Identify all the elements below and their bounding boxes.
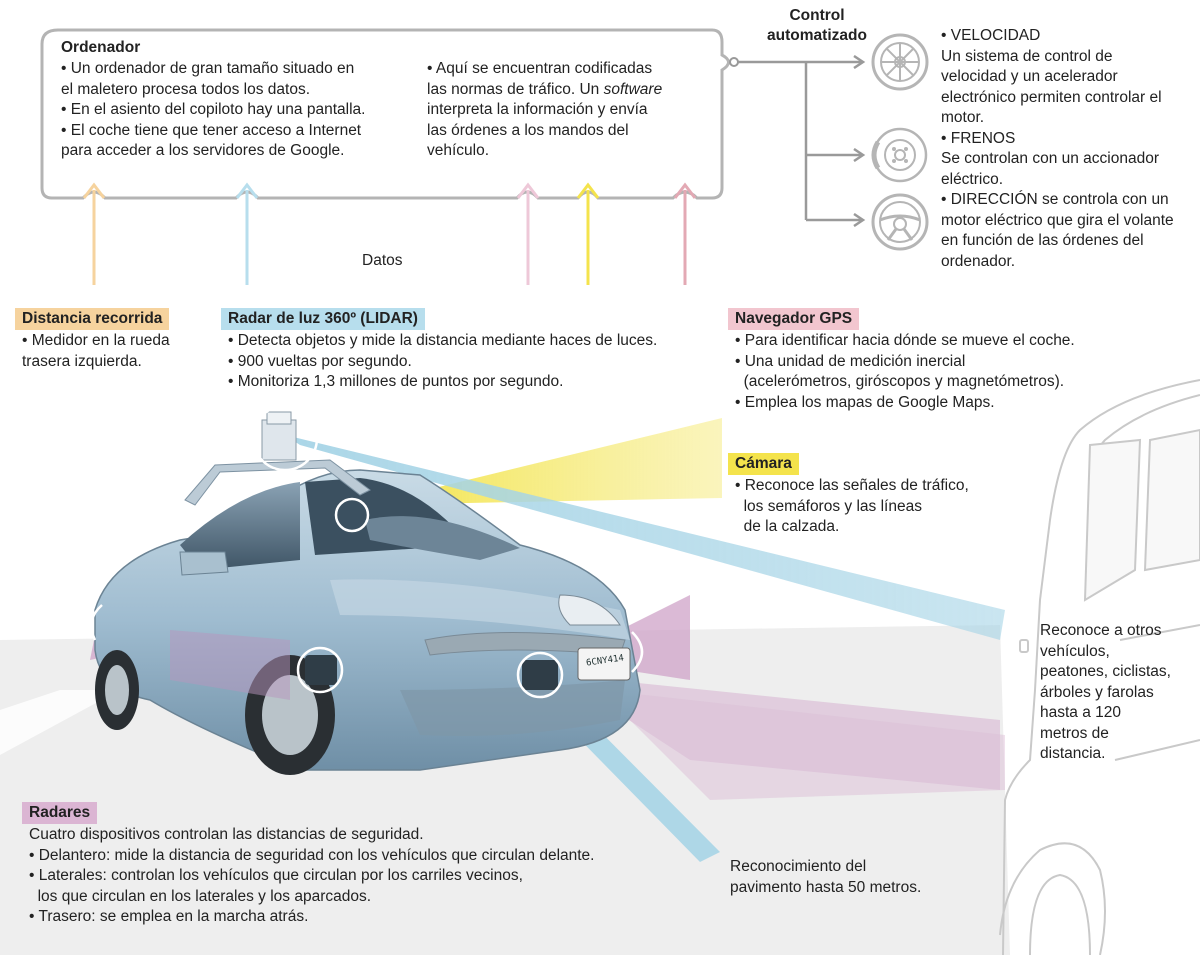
distancia-section: Distancia recorrida • Medidor en la rued… xyxy=(15,308,170,372)
direccion-line: en función de las órdenes del xyxy=(941,232,1144,249)
camara-line: • Reconoce las señales de tráfico, xyxy=(735,477,969,494)
velocidad-line: • VELOCIDAD xyxy=(941,27,1041,44)
reconoce-line: vehículos, xyxy=(1040,642,1110,660)
frenos-line: eléctrico. xyxy=(941,170,1004,188)
gps-line: • Para identificar hacia dónde se mueve … xyxy=(735,332,1075,349)
gps-line: (acelerómetros, giróscopos y magnetómetr… xyxy=(735,373,1065,390)
camara-line: los semáforos y las líneas xyxy=(735,497,922,515)
ordenador-right-line-2: las normas de tráfico. Un software xyxy=(427,80,662,101)
reconoce-text: Reconoce a otros vehículos, peatones, ci… xyxy=(1040,621,1171,765)
ordenador-line: • En el asiento del copiloto hay una pan… xyxy=(61,101,366,118)
distancia-title: Distancia recorrida xyxy=(15,308,170,330)
velocidad-line: electrónico permiten controlar el xyxy=(941,88,1162,106)
control-velocidad: • VELOCIDAD Un sistema de control de vel… xyxy=(941,26,1174,272)
ordenador-line: • Un ordenador de gran tamaño situado en xyxy=(61,60,355,77)
velocidad-line: motor. xyxy=(941,109,985,126)
gps-line: • Emplea los mapas de Google Maps. xyxy=(735,393,995,411)
ordenador-right-line: vehículo. xyxy=(427,142,490,159)
velocidad-line: Un sistema de control de xyxy=(941,47,1113,65)
control-arrows xyxy=(738,62,862,220)
ordenador-right-line2a: las normas de tráfico. Un xyxy=(427,80,604,98)
pavimento-line: pavimento hasta 50 metros. xyxy=(730,878,922,896)
lidar-line: • Monitoriza 1,3 millones de puntos por … xyxy=(228,373,564,390)
software-word: software xyxy=(603,80,663,98)
control-title-line: Control xyxy=(789,7,845,24)
datos-label: Datos xyxy=(362,252,403,269)
reconoce-line: peatones, ciclistas, xyxy=(1040,663,1171,680)
radares-title: Radares xyxy=(22,802,98,824)
reconoce-line: árboles y farolas xyxy=(1040,683,1154,701)
velocidad-line: velocidad y un acelerador xyxy=(941,68,1118,85)
reconoce-line: Reconoce a otros xyxy=(1040,622,1162,639)
camara-title: Cámara xyxy=(728,453,799,475)
ordenador-line: para acceder a los servidores de Google. xyxy=(61,142,345,159)
lidar-section: Radar de luz 360º (LIDAR) • Detecta obje… xyxy=(221,308,657,393)
radares-line: los que circulan en los laterales y los … xyxy=(29,887,372,905)
gps-line: • Una unidad de medición inercial xyxy=(735,352,966,370)
pavimento-line: Reconocimiento del xyxy=(730,858,867,875)
ordenador-right-line: • Aquí se encuentran codificadas xyxy=(427,60,653,77)
frenos-line: Se controlan con un accionador xyxy=(941,150,1160,167)
lidar-title: Radar de luz 360º (LIDAR) xyxy=(221,308,425,330)
ordenador-line: el maletero procesa todos los datos. xyxy=(61,80,310,98)
radares-line: Cuatro dispositivos controlan las distan… xyxy=(29,826,424,843)
gps-section: Navegador GPS • Para identificar hacia d… xyxy=(728,308,1075,413)
direccion-line: motor eléctrico que gira el volante xyxy=(941,211,1174,229)
ordenador-right-line: interpreta la información y envía xyxy=(427,101,648,118)
van-illustration xyxy=(999,379,1200,955)
wheel-icon xyxy=(871,33,929,91)
radar-beams xyxy=(90,595,1005,800)
radares-section: Radares Cuatro dispositivos controlan la… xyxy=(22,802,595,928)
pavimento-text: Reconocimiento del pavimento hasta 50 me… xyxy=(730,857,921,898)
distancia-line: • Medidor en la rueda xyxy=(22,332,170,349)
ordenador-title: Ordenador xyxy=(61,39,141,56)
steering-wheel-icon xyxy=(871,193,929,251)
ordenador-left-text: • Un ordenador de gran tamaño situado en… xyxy=(61,59,365,162)
car-illustration xyxy=(90,404,644,775)
control-title: Control automatizado xyxy=(757,6,877,46)
ordenador-right-text: • Aquí se encuentran codificadas las nor… xyxy=(427,59,662,162)
camara-section: Cámara • Reconoce las señales de tráfico… xyxy=(728,453,969,538)
lidar-line: • Detecta objetos y mide la distancia me… xyxy=(228,332,658,349)
reconoce-line: hasta a 120 xyxy=(1040,704,1122,721)
control-title-line: automatizado xyxy=(767,27,867,44)
camara-line: de la calzada. xyxy=(735,518,840,535)
radares-line: • Trasero: se emplea en la marcha atrás. xyxy=(29,908,309,925)
ordenador-line: • El coche tiene que tener acceso a Inte… xyxy=(61,121,362,139)
data-arrows xyxy=(82,182,697,285)
ordenador-right-line: las órdenes a los mandos del xyxy=(427,121,629,139)
reconoce-line: metros de xyxy=(1040,724,1109,742)
direccion-line: • DIRECCIÓN se controla con un xyxy=(941,191,1169,208)
radares-line: • Delantero: mide la distancia de seguri… xyxy=(29,846,595,864)
radares-line: • Laterales: controlan los vehículos que… xyxy=(29,867,523,884)
lidar-line: • 900 vueltas por segundo. xyxy=(228,352,412,370)
brake-icon xyxy=(871,127,928,183)
distancia-line: trasera izquierda. xyxy=(22,352,142,370)
gps-title: Navegador GPS xyxy=(728,308,860,330)
direccion-line: ordenador. xyxy=(941,252,1016,270)
reconoce-line: distancia. xyxy=(1040,745,1106,762)
frenos-line: • FRENOS xyxy=(941,129,1016,147)
